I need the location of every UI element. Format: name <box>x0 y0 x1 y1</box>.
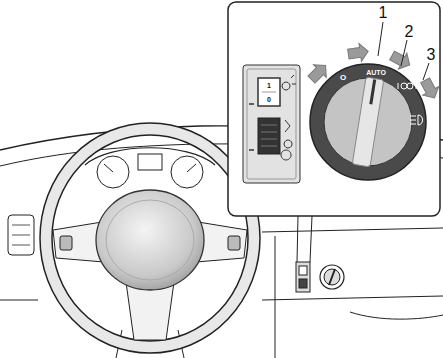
parking-light-symbol <box>398 83 399 89</box>
gauge-needle <box>187 164 196 172</box>
headlight-symbol <box>410 116 416 124</box>
thumbwheel <box>258 118 280 154</box>
air-vent <box>8 215 34 255</box>
leader-line <box>401 40 407 66</box>
glovebox-edge <box>350 312 443 319</box>
thumbwheel-ridge <box>261 132 277 133</box>
switch-position-label: AUTO <box>366 69 386 76</box>
steering-wheel-rim <box>40 123 260 353</box>
parking-light-symbol <box>401 83 407 89</box>
light-knob <box>320 265 344 289</box>
vent-slat <box>12 225 30 226</box>
dashboard-line <box>262 228 443 232</box>
callout-number: 3 <box>427 47 436 63</box>
rotation-arrow <box>347 42 369 63</box>
light-switch-knob <box>324 78 412 166</box>
rocker-divider <box>262 92 276 93</box>
callout-number: 2 <box>405 24 414 40</box>
thumbwheel-ridge <box>261 146 277 147</box>
panel-mark <box>249 149 254 151</box>
panel-mark <box>249 103 254 105</box>
leader-line <box>423 63 429 80</box>
switch <box>299 279 307 288</box>
switch-position-label: O <box>340 74 346 82</box>
cluster-display <box>138 154 162 170</box>
inset-frame <box>228 2 440 216</box>
panel-symbol <box>284 120 292 148</box>
thumbwheel-ridge <box>261 139 277 140</box>
switch-marking: 0 <box>267 96 271 103</box>
thumbwheel-ridge <box>261 125 277 126</box>
rocker-switch <box>258 78 280 106</box>
headlight-symbol <box>418 115 423 125</box>
airbag-pad-edge <box>106 200 194 280</box>
vent-slat <box>12 235 30 236</box>
knob-ridge <box>352 77 384 167</box>
dashboard-line <box>0 300 38 301</box>
light-switch-ring <box>310 64 426 180</box>
wheel-button <box>228 236 240 250</box>
switch-panel <box>243 65 300 183</box>
gauge <box>171 156 203 188</box>
leader-line <box>378 22 383 56</box>
vent-slat <box>12 245 30 246</box>
console-edge <box>275 236 276 358</box>
headlight-symbol <box>410 115 423 125</box>
parking-light-symbol <box>416 83 417 89</box>
airbag-pad <box>96 190 204 290</box>
switch-panel <box>296 262 310 292</box>
parking-light-symbol <box>407 83 413 89</box>
knob-ridge <box>352 77 384 167</box>
wheel-spoke <box>126 282 174 340</box>
zoom-line <box>297 216 298 262</box>
light-knob-center <box>324 269 340 285</box>
panel-symbol <box>281 150 291 160</box>
switch <box>299 266 307 275</box>
rotation-arrow <box>347 42 369 63</box>
wheel-button <box>60 236 72 250</box>
gauge-needle <box>104 164 113 172</box>
knob-pointer <box>371 80 375 105</box>
zoom-line <box>310 216 312 262</box>
dashboard-line <box>262 296 443 300</box>
switch-marking: 1 <box>267 82 271 89</box>
parking-light-symbol <box>398 83 416 89</box>
gauge <box>97 156 129 188</box>
callout-number: 1 <box>379 5 388 21</box>
panel-symbol <box>282 75 296 90</box>
panel-bezel <box>247 69 296 179</box>
knob-ridge <box>329 269 335 285</box>
